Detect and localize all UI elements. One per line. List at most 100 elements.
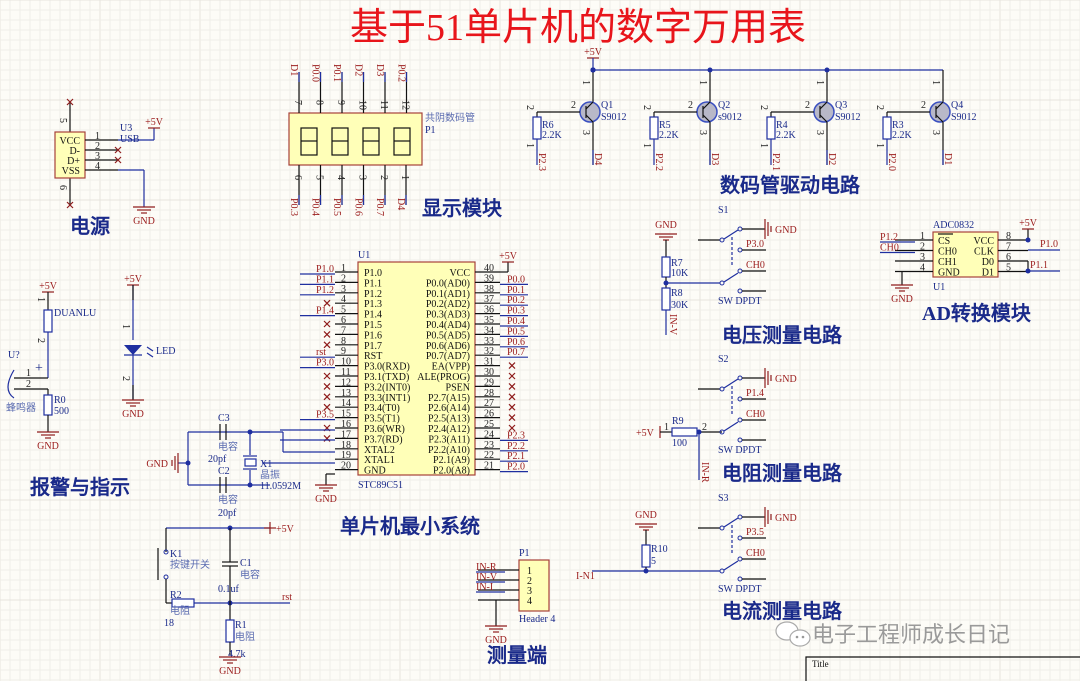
switch-ref: S2 — [718, 354, 729, 365]
pin-name: P0.1(AD1) — [426, 289, 470, 300]
pin-number: 1 — [95, 131, 100, 142]
no-connect-line — [323, 320, 331, 328]
pin-name: D0 — [982, 257, 994, 268]
pin-number: 19 — [341, 450, 351, 461]
pin-number: 29 — [484, 377, 494, 388]
ground-label: GND — [219, 666, 241, 677]
pin-number: 7 — [292, 100, 303, 105]
pin-number: 3 — [95, 151, 100, 162]
no-connect-mark — [114, 146, 122, 154]
net-label: P2.2 — [507, 441, 525, 452]
section-title-power: 电源 — [70, 215, 110, 238]
pin-name: P0.5(AD5) — [426, 330, 470, 341]
pin-number: 10 — [357, 100, 368, 110]
resistor-ref: R3 — [892, 120, 904, 131]
pin-name: P1.4 — [364, 310, 382, 321]
pin-name: P2.3(A11) — [428, 434, 470, 445]
switch-pole — [719, 237, 725, 243]
switch-contact — [163, 549, 169, 555]
component-name: USB — [120, 134, 140, 145]
wire — [702, 101, 711, 110]
pin-number: 2 — [35, 338, 46, 343]
pin-number: 1 — [930, 80, 941, 85]
resistor-ref: R0 — [54, 395, 66, 406]
pin-name: P3.1(TXD) — [364, 372, 409, 383]
crystal-ref: X1 — [260, 459, 272, 470]
net-label: P1.1 — [316, 274, 334, 285]
pin-number: 1 — [641, 143, 652, 148]
section-title-driver: 数码管驱动电路 — [720, 173, 861, 197]
junction-dot — [590, 67, 596, 73]
net-label: CH0 — [746, 260, 765, 271]
switch-ref: K1 — [170, 549, 182, 560]
led-icon — [124, 345, 142, 355]
net-label: P3.5 — [316, 410, 334, 421]
switch-lever — [723, 272, 739, 283]
net-label: IN-V — [476, 572, 498, 583]
pin-number: 2 — [641, 105, 652, 110]
wire — [935, 114, 944, 123]
pin-name: P3.5(T1) — [364, 414, 400, 425]
pin-number: 24 — [484, 429, 494, 440]
pin-number: 1 — [697, 80, 708, 85]
net-label: P0.0 — [310, 64, 321, 82]
buzzer-name: 蜂鸣器 — [6, 401, 36, 414]
no-connect-mark — [508, 393, 516, 401]
capacitor-ref: C3 — [218, 413, 230, 424]
pin-number: 6 — [57, 185, 68, 190]
pin-name: P3.7(RD) — [364, 434, 403, 445]
no-connect-line — [114, 156, 122, 164]
section-title-mcu: 单片机最小系统 — [340, 514, 480, 538]
pin-name: P0.4(AD4) — [426, 320, 470, 331]
pin-number: 11 — [378, 100, 389, 110]
pin-name: P2.7(A15) — [428, 393, 470, 404]
pin-number: 2 — [805, 100, 810, 111]
transistor-ref: Q4 — [951, 100, 963, 111]
pin-number: 40 — [484, 263, 494, 274]
pin-name: P2.4(A12) — [428, 424, 470, 435]
pin-name: P2.0(A8) — [433, 466, 470, 477]
resistor-ref: R2 — [170, 590, 182, 601]
net-label: P0.6 — [353, 198, 364, 216]
pin-name: P3.4(T0) — [364, 403, 400, 414]
pin-number: 11 — [341, 367, 351, 378]
section-title-current: 电流测量电路 — [722, 599, 843, 623]
pin-number: 9 — [335, 100, 346, 105]
no-connect-mark — [323, 341, 331, 349]
pin-number: 22 — [484, 450, 494, 461]
net-label: P0.2 — [507, 295, 525, 306]
no-connect-mark — [508, 382, 516, 390]
net-label: I-N1 — [576, 571, 595, 582]
section-title-voltage: 电压测量电路 — [722, 323, 843, 347]
watermark: 电子工程师成长日记 — [775, 621, 1010, 648]
no-connect-line — [508, 393, 516, 401]
net-label: P3.0 — [746, 239, 764, 250]
crystal-body — [244, 458, 257, 467]
chip-part: STC89C51 — [358, 480, 403, 491]
switch-part: SW DPDT — [718, 296, 761, 307]
pin-number: 32 — [484, 346, 494, 357]
pin-name: GND — [938, 268, 960, 279]
pin-name: P2.6(A14) — [428, 403, 470, 414]
pin-number: 1 — [580, 80, 591, 85]
net-label: P0.7 — [507, 347, 525, 358]
mcu-chip-body — [357, 261, 476, 476]
no-connect-mark — [323, 393, 331, 401]
power-symbol: +5V — [1019, 218, 1038, 230]
pin-name: P1.2 — [364, 289, 382, 300]
header-connector-body — [518, 559, 550, 612]
resistor-name: 电阻 — [235, 630, 255, 643]
pin-number: 1 — [399, 175, 410, 180]
no-connect-line — [323, 393, 331, 401]
